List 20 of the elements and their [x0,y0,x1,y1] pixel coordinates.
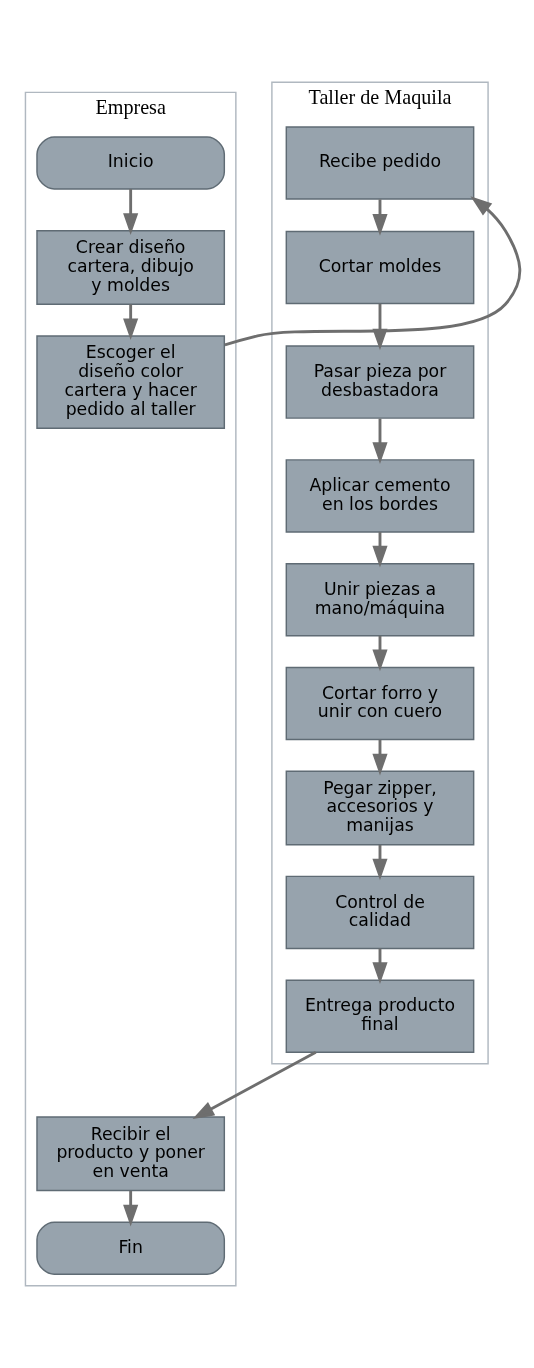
node-box: Escoger el diseño color cartera y hacer pedido al taller [36,335,226,429]
node-box: Fin [36,1221,226,1275]
node-box: Recibe pedido [285,126,475,200]
node-box: Unir piezas a mano/máquina [285,562,475,637]
node-box: Aplicar cemento en los bordes [285,459,475,533]
node-box: Cortar forro y unir con cuero [285,666,475,741]
node-box: Crear diseño cartera, dibujo y moldes [36,230,226,305]
node-box: Entrega producto final [285,979,475,1053]
arrow [123,1190,139,1227]
arrow [123,304,139,341]
node-box: Pegar zipper, accesorios y manijas [285,770,475,846]
node-box: Control de calidad [285,875,475,950]
arrow [372,418,388,464]
node-box: Cortar moldes [285,230,475,305]
arrow [192,1051,317,1119]
node-box: Pasar pieza por desbastadora [285,345,475,419]
arrow [123,189,139,235]
node-box: Inicio [36,136,226,190]
arrow [372,303,388,351]
node-box: Recibir el producto y poner en venta [36,1116,226,1192]
